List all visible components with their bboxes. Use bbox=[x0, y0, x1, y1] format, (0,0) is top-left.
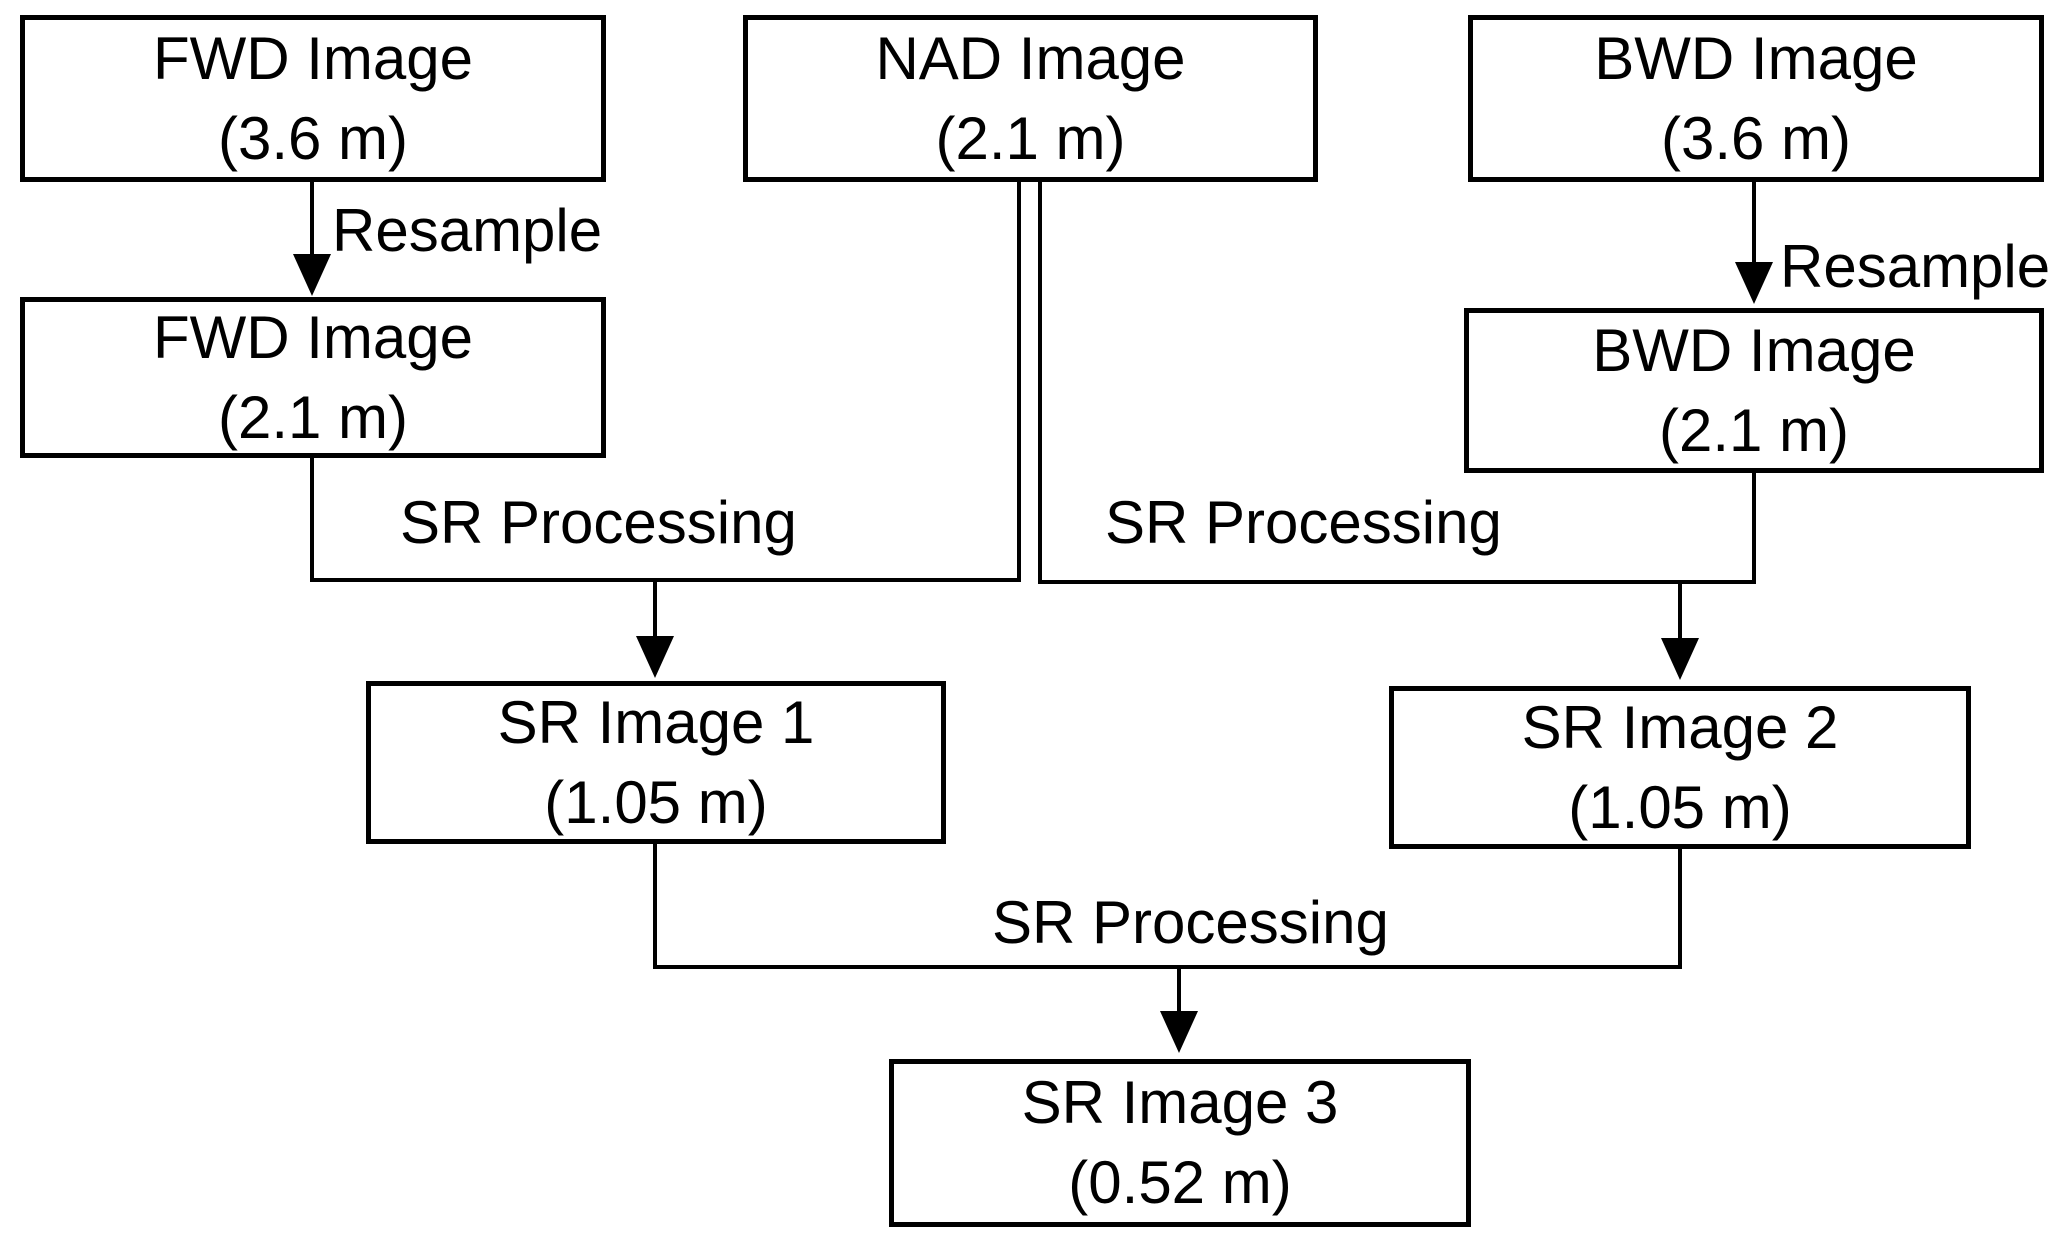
node-sr-image-2: SR Image 2 (1.05 m) bbox=[1389, 686, 1971, 849]
node-sr-image-3: SR Image 3 (0.52 m) bbox=[889, 1059, 1471, 1227]
connector-left-merge-line bbox=[310, 578, 1021, 582]
connector-sr3-arrow-line bbox=[1177, 965, 1181, 1013]
node-fwd-source: FWD Image (3.6 m) bbox=[20, 15, 606, 182]
connector-nad-right-line bbox=[1038, 180, 1042, 584]
connector-sr2-arrow-line bbox=[1678, 580, 1682, 642]
connector-sr1-arrow-line bbox=[653, 578, 657, 640]
node-nad-source-resolution: (2.1 m) bbox=[935, 104, 1126, 172]
node-fwd-source-title: FWD Image bbox=[152, 24, 474, 92]
node-sr-image-2-resolution: (1.05 m) bbox=[1568, 773, 1792, 841]
node-nad-source-title: NAD Image bbox=[875, 24, 1186, 92]
node-fwd-resampled: FWD Image (2.1 m) bbox=[20, 297, 606, 458]
connector-fwd-resample-line bbox=[310, 180, 314, 256]
node-bwd-source: BWD Image (3.6 m) bbox=[1468, 15, 2044, 182]
node-fwd-resampled-resolution: (2.1 m) bbox=[217, 383, 409, 451]
connector-bwd-resampled-drop-line bbox=[1752, 471, 1756, 584]
connector-sr1-drop-line bbox=[653, 842, 657, 969]
edge-label-sr-processing-right: SR Processing bbox=[1105, 489, 1502, 556]
connector-bwd-resample-line bbox=[1752, 180, 1756, 264]
node-sr-image-2-title: SR Image 2 bbox=[1521, 693, 1839, 761]
edge-label-resample-right: Resample bbox=[1780, 233, 2051, 300]
node-sr-image-3-resolution: (0.52 m) bbox=[1068, 1149, 1292, 1216]
edge-label-sr-processing-left: SR Processing bbox=[400, 489, 797, 556]
connector-right-merge-line bbox=[1038, 580, 1756, 584]
sr3-arrow-down-icon bbox=[1160, 1011, 1198, 1053]
connector-sr2-drop-line bbox=[1678, 847, 1682, 969]
node-nad-source: NAD Image (2.1 m) bbox=[743, 15, 1318, 182]
bwd-resample-arrow-down-icon bbox=[1735, 262, 1773, 304]
node-bwd-resampled-resolution: (2.1 m) bbox=[1658, 396, 1850, 464]
node-sr-image-1-title: SR Image 1 bbox=[497, 688, 815, 756]
connector-nad-left-line bbox=[1017, 180, 1021, 582]
node-sr-image-3-title: SR Image 3 bbox=[1021, 1069, 1339, 1136]
connector-fwd-resampled-drop-line bbox=[310, 456, 314, 582]
sr1-arrow-down-icon bbox=[636, 636, 674, 678]
fwd-resample-arrow-down-icon bbox=[293, 254, 331, 296]
node-sr-image-1: SR Image 1 (1.05 m) bbox=[366, 681, 946, 844]
node-fwd-resampled-title: FWD Image bbox=[152, 303, 474, 371]
node-bwd-source-resolution: (3.6 m) bbox=[1660, 104, 1852, 172]
connector-bottom-merge-line bbox=[653, 965, 1682, 969]
edge-label-sr-processing-bottom: SR Processing bbox=[992, 889, 1389, 956]
node-bwd-source-title: BWD Image bbox=[1594, 24, 1918, 92]
node-bwd-resampled: BWD Image (2.1 m) bbox=[1464, 308, 2044, 473]
sr2-arrow-down-icon bbox=[1661, 638, 1699, 680]
edge-label-resample-left: Resample bbox=[332, 197, 603, 264]
node-fwd-source-resolution: (3.6 m) bbox=[217, 104, 409, 172]
node-bwd-resampled-title: BWD Image bbox=[1592, 316, 1916, 384]
node-sr-image-1-resolution: (1.05 m) bbox=[544, 768, 768, 836]
